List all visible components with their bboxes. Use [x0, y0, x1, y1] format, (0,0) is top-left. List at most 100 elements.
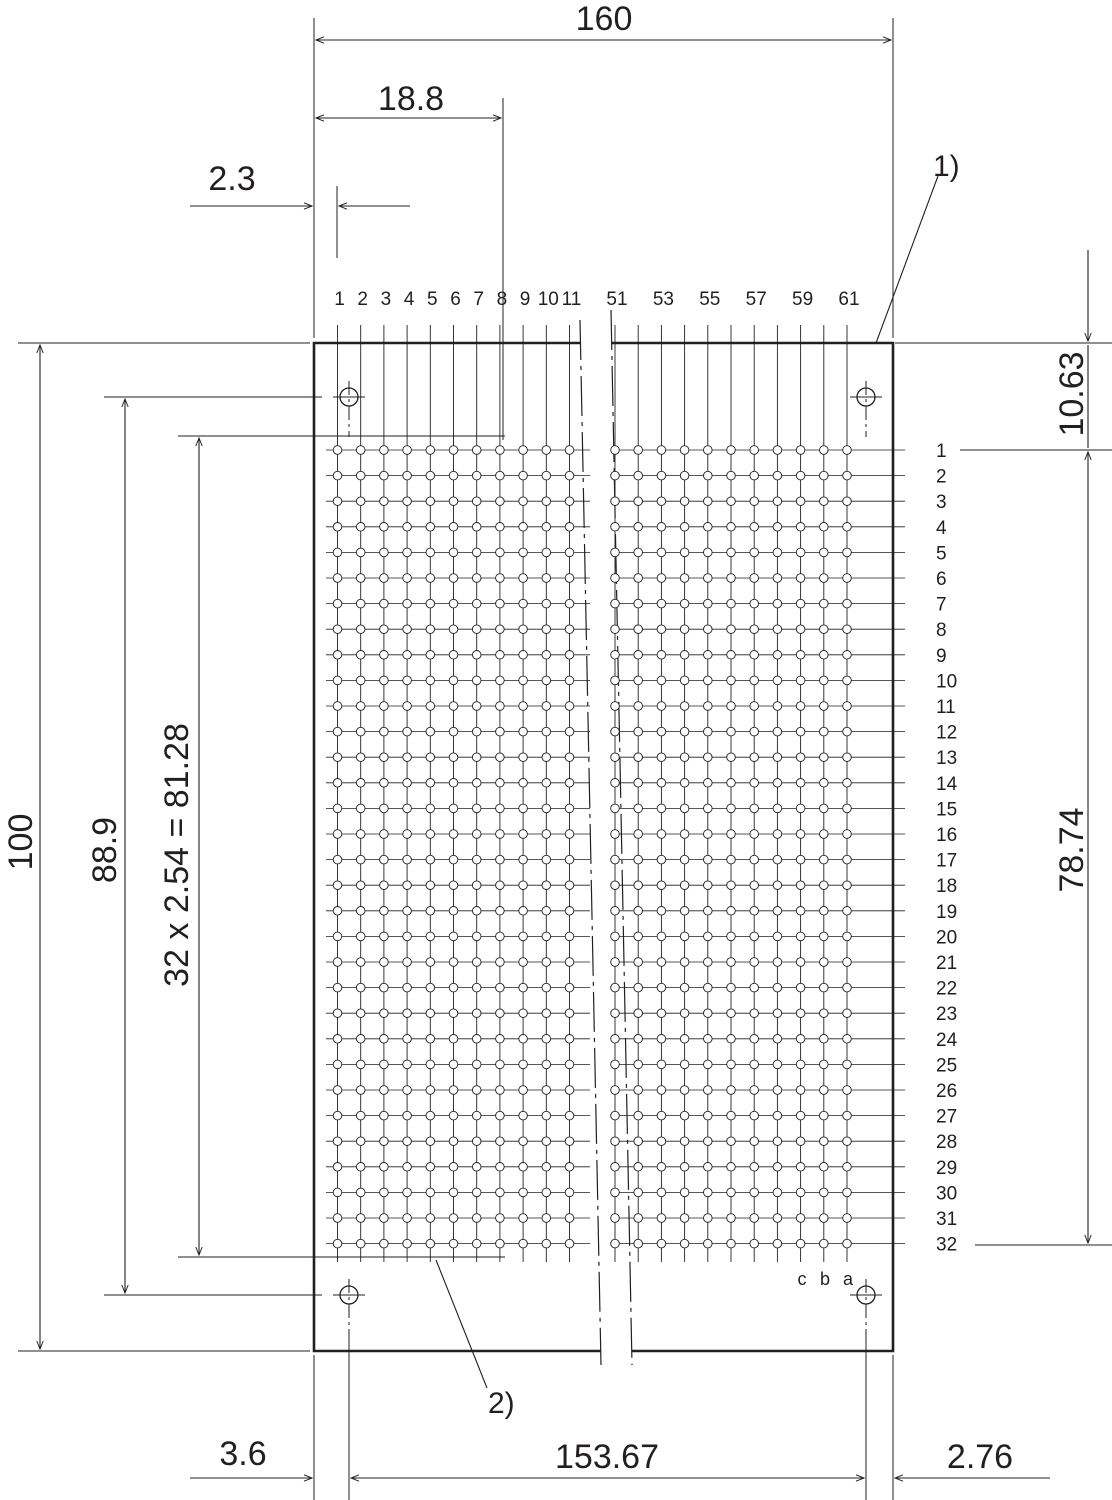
pin-hole [842, 445, 852, 455]
pin-hole [425, 982, 436, 993]
pin-hole [772, 829, 783, 839]
pin-hole [564, 675, 575, 686]
pin-hole [772, 496, 783, 506]
pin-hole [518, 931, 528, 942]
pin-hole [610, 650, 620, 660]
pin-hole [379, 982, 389, 993]
pin-hole [633, 573, 643, 583]
pin-hole [610, 1008, 620, 1018]
column-label: 2 [357, 289, 368, 310]
pin-hole [541, 445, 552, 455]
pin-hole [425, 650, 436, 660]
pin-hole [703, 931, 713, 942]
pin-hole [541, 752, 552, 762]
pin-hole [402, 547, 412, 558]
pin-hole [495, 778, 505, 788]
pin-hole [703, 1059, 713, 1070]
pin-hole [726, 803, 736, 814]
pin-hole [633, 1008, 643, 1018]
pin-hole [726, 624, 736, 634]
pin-hole [749, 624, 759, 634]
pin-hole [749, 445, 759, 455]
pin-hole [633, 931, 643, 942]
pin-hole [518, 726, 528, 737]
pin-hole [703, 496, 713, 506]
pin-hole [402, 1110, 412, 1121]
pin-hole [541, 496, 552, 506]
pin-hole [749, 982, 759, 993]
pin-hole [355, 982, 366, 993]
pin-hole [679, 906, 690, 916]
pin-hole [633, 1034, 643, 1044]
pin-hole [448, 854, 459, 865]
pin-hole [772, 624, 783, 634]
pin-hole [355, 624, 366, 634]
pin-hole [726, 957, 736, 967]
pin-hole [633, 1162, 643, 1172]
pin-hole [379, 803, 389, 814]
pin-hole [355, 701, 366, 711]
pin-hole [448, 650, 459, 660]
pin-hole [795, 778, 806, 788]
pin-hole [518, 445, 528, 455]
pin-hole [402, 1187, 412, 1198]
pin-hole [448, 778, 459, 788]
pin-hole [633, 829, 643, 839]
pin-hole [425, 957, 436, 967]
pin-hole [471, 931, 482, 942]
pin-hole [795, 470, 806, 481]
pin-hole [819, 906, 829, 916]
pin-hole [355, 1187, 366, 1198]
pin-hole [564, 829, 575, 839]
pin-hole [355, 1110, 366, 1121]
pin-hole [819, 496, 829, 506]
pin-hole [541, 547, 552, 558]
pin-hole [795, 1238, 806, 1249]
pin-hole [518, 675, 528, 686]
pin-hole [679, 496, 690, 506]
pin-hole [495, 547, 505, 558]
pin-hole [842, 803, 852, 814]
pin-hole [679, 1238, 690, 1249]
pin-hole [402, 803, 412, 814]
pin-hole [448, 957, 459, 967]
pin-hole [425, 906, 436, 916]
pin-hole [332, 675, 343, 686]
dim-81-28: 32 x 2.54 = 81.28 [158, 723, 196, 987]
pin-hole [656, 1034, 667, 1044]
row-label: 27 [936, 1107, 957, 1128]
pin-hole [749, 701, 759, 711]
pin-hole [448, 752, 459, 762]
pin-hole [355, 650, 366, 660]
pin-hole [610, 573, 620, 583]
pin-hole [656, 829, 667, 839]
pin-hole [679, 445, 690, 455]
dim-2-76: 2.76 [947, 1438, 1013, 1476]
pin-hole [772, 701, 783, 711]
pin-hole [448, 829, 459, 839]
pin-hole [726, 829, 736, 839]
pin-hole [633, 675, 643, 686]
pin-hole [656, 470, 667, 481]
pin-hole [379, 906, 389, 916]
pin-hole [379, 1187, 389, 1198]
pin-hole [633, 880, 643, 890]
pin-hole [749, 829, 759, 839]
pin-hole [332, 701, 343, 711]
pin-hole [679, 1136, 690, 1146]
pin-hole [842, 931, 852, 942]
pin-hole [332, 1085, 343, 1095]
pin-hole [819, 1034, 829, 1044]
pin-hole [425, 854, 436, 865]
pin-hole [610, 445, 620, 455]
pin-hole [471, 1034, 482, 1044]
pin-hole [564, 982, 575, 993]
pin-hole [425, 1110, 436, 1121]
pin-hole [448, 496, 459, 506]
pin-hole [425, 1162, 436, 1172]
pin-hole [633, 470, 643, 481]
pin-hole [448, 1034, 459, 1044]
pin-hole [355, 906, 366, 916]
pin-hole [495, 880, 505, 890]
pin-hole [564, 1213, 575, 1223]
